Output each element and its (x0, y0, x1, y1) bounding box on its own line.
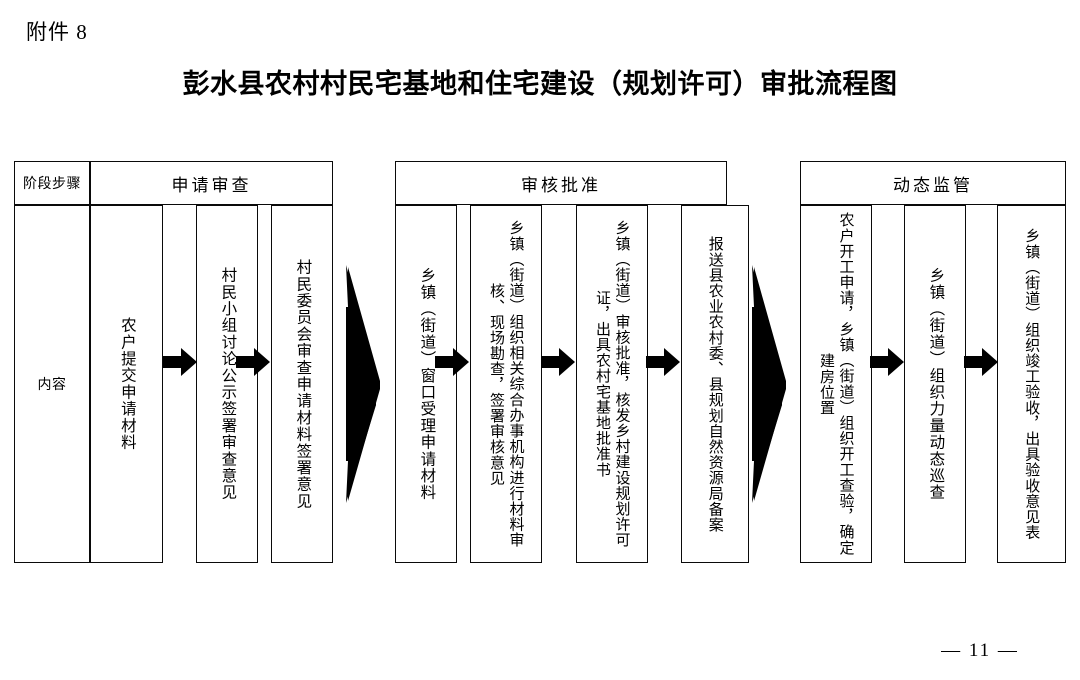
step-text-10: 乡镇（街道）组织竣工验收，出具验收意见表 (1023, 228, 1041, 540)
attachment-label: 附件 8 (26, 20, 88, 44)
step-text-3: 村民委员会审查申请材料签署意见 (294, 258, 312, 510)
arrow-right-icon-6 (870, 347, 904, 377)
approval-flow-diagram: 阶段步骤 内容 申请审查 农户提交申请材料 村民小组讨论公示签署审查意见 村民委… (14, 161, 1066, 563)
step-text-5: 乡镇（街道）组织相关综合办事机构进行材料审核、现场勘查，签署审核意见 (488, 220, 525, 548)
step-cell-9: 乡镇（街道）组织力量动态巡查 (904, 205, 966, 563)
step-text-1: 农户提交申请材料 (118, 317, 136, 451)
step-cell-4: 乡镇（街道）窗口受理申请材料 (395, 205, 457, 563)
page-title: 彭水县农村村民宅基地和住宅建设（规划许可）审批流程图 (182, 69, 898, 99)
step-cell-7: 报送县农业农村委、县规划自然资源局备案 (681, 205, 749, 563)
step-cell-5: 乡镇（街道）组织相关综合办事机构进行材料审核、现场勘查，签署审核意见 (470, 205, 542, 563)
step-text-8: 农户开工申请，乡镇（街道）组织开工查验，确定建房位置 (818, 212, 855, 556)
group-header-label: 动态监管 (893, 175, 973, 195)
step-text-6: 乡镇（街道）审核批准，核发乡村建设规划许可证，出具农村宅基地批准书 (594, 220, 631, 548)
stage-step-header-label: 阶段步骤 (23, 175, 81, 191)
thick-arrow-right-icon-1 (336, 205, 392, 563)
step-cell-1: 农户提交申请材料 (90, 205, 163, 563)
step-cell-2: 村民小组讨论公示签署审查意见 (196, 205, 258, 563)
step-text-4: 乡镇（街道）窗口受理申请材料 (418, 267, 436, 501)
arrow-right-icon-5 (646, 347, 680, 377)
content-row-header-label: 内容 (37, 376, 67, 392)
arrow-right-icon-2 (236, 347, 270, 377)
step-text-2: 村民小组讨论公示签署审查意见 (219, 267, 237, 501)
arrow-right-icon-7 (964, 347, 998, 377)
step-cell-8: 农户开工申请，乡镇（街道）组织开工查验，确定建房位置 (800, 205, 872, 563)
group-header-approval: 审核批准 (395, 161, 727, 205)
stage-step-header-cell: 阶段步骤 (14, 161, 90, 205)
arrow-right-icon-4 (541, 347, 575, 377)
thick-arrow-right-icon-2 (742, 205, 798, 563)
group-header-label: 申请审查 (171, 175, 252, 195)
step-cell-10: 乡镇（街道）组织竣工验收，出具验收意见表 (997, 205, 1066, 563)
step-text-9: 乡镇（街道）组织力量动态巡查 (927, 267, 945, 501)
page-footer: — 11 — (0, 640, 1080, 662)
arrow-right-icon-1 (163, 347, 197, 377)
arrow-right-icon-3 (435, 347, 469, 377)
step-text-7: 报送县农业农村委、县规划自然资源局备案 (706, 235, 724, 533)
step-cell-6: 乡镇（街道）审核批准，核发乡村建设规划许可证，出具农村宅基地批准书 (576, 205, 648, 563)
content-row-header-cell: 内容 (14, 205, 90, 563)
group-header-dynamic-supervision: 动态监管 (800, 161, 1066, 205)
page-number: — 11 — (941, 640, 1019, 661)
group-header-label: 审核批准 (521, 175, 601, 195)
step-cell-3: 村民委员会审查申请材料签署意见 (271, 205, 333, 563)
group-header-application-review: 申请审查 (90, 161, 333, 205)
